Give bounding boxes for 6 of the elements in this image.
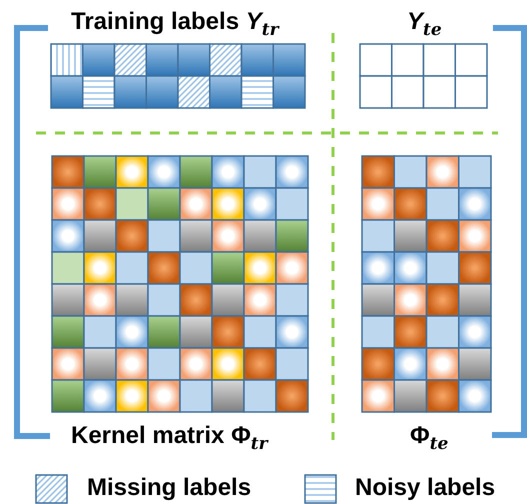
- matrix-title: Y$_{te}$: [407, 8, 442, 36]
- matrix-title: Kernel matrix Φ$_{tr}$: [71, 422, 268, 450]
- matrix-title: Training labels Y$_{tr}$: [71, 8, 279, 36]
- legend-label: Noisy labels: [355, 474, 496, 502]
- legend-label: Missing labels: [87, 474, 252, 502]
- matrix-title: Φ$_{te}$: [410, 422, 448, 450]
